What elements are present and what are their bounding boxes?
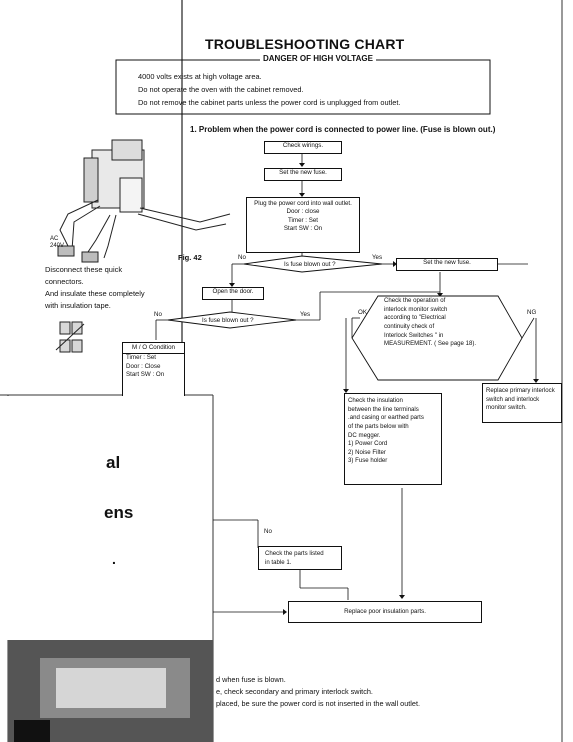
insulation-line-1: Check the insulation	[348, 397, 403, 404]
check-parts-line-1: Check the parts listed	[265, 550, 324, 557]
danger-line-1: 4000 volts exists at high voltage area.	[138, 72, 262, 81]
branch-no-2: No	[154, 311, 162, 318]
insulation-check-box: Check the insulation between the line te…	[344, 393, 442, 485]
insulation-line-5: DC megger.	[348, 431, 381, 439]
fuse-question-1: Is fuse blown out ?	[284, 261, 336, 268]
bottom-note-3: placed, be sure the power cord is not in…	[216, 699, 421, 708]
replace-interlock-line-1: Replace primary interlock	[486, 387, 555, 394]
replace-poor-insulation-box: Replace poor insulation parts.	[288, 601, 482, 623]
interlock-line-4: continuity check of	[384, 322, 435, 330]
replace-interlock-box: Replace primary interlock switch and int…	[482, 383, 562, 423]
branch-no-3: No	[264, 528, 272, 535]
bottom-note-1: d when fuse is blown.	[216, 675, 286, 684]
interlock-check-text: Check the operation of interlock monitor…	[384, 297, 476, 349]
voltage-label: AC 240V	[50, 236, 65, 249]
danger-heading: DANGER OF HIGH VOLTAGE	[260, 54, 376, 64]
figure-note-3: And insulate these completely	[45, 289, 145, 298]
branch-ng: NG	[527, 309, 537, 316]
overlay-page: al ens .	[0, 396, 212, 640]
branch-no-1: No	[238, 254, 246, 261]
step-open-door-label: Open the door.	[212, 288, 254, 295]
overlay-text-2: ens	[104, 503, 134, 522]
figure-note-1: Disconnect these quick	[45, 265, 123, 274]
insulation-line-3: .and casing or earthed parts	[348, 414, 424, 422]
problem-heading: 1. Problem when the power cord is connec…	[190, 125, 496, 134]
interlock-line-6: MEASUREMENT. ( See page 18).	[384, 340, 477, 348]
step-plug-in: Plug the power cord into wall outlet. Do…	[246, 197, 360, 253]
danger-line-3: Do not remove the cabinet parts unless t…	[138, 98, 401, 107]
insulation-line-6: 1) Power Cord	[348, 440, 388, 448]
branch-ok: OK	[358, 309, 367, 316]
component-illustration	[57, 139, 231, 263]
step-check-wirings-label: Check wirings.	[282, 142, 324, 149]
check-parts-table-box: Check the parts listed in table 1.	[258, 546, 342, 570]
mo-timer: Timer : Set	[126, 354, 157, 362]
mo-door: Door : Close	[126, 362, 161, 370]
overlay-text-1: al	[106, 453, 121, 472]
plug-line-2: Door : close	[286, 208, 320, 216]
step-set-new-fuse-2-label: Set the new fuse.	[423, 259, 471, 266]
insulation-line-7: 2) Noise Filter	[348, 448, 386, 456]
step-set-new-fuse-1: Set the new fuse.	[264, 168, 342, 181]
danger-line-2: Do not operate the oven with the cabinet…	[138, 85, 304, 94]
step-set-new-fuse-1-label: Set the new fuse.	[279, 169, 327, 176]
replace-interlock-line-2: switch and interlock	[486, 395, 540, 403]
bottom-note-2: e, check secondary and primary interlock…	[216, 687, 373, 696]
mo-condition-title: M / O Condition	[123, 343, 184, 355]
replace-poor-insulation-label: Replace poor insulation parts.	[344, 608, 426, 615]
chart-title: TROUBLESHOOTING CHART	[205, 36, 405, 52]
step-open-door: Open the door.	[202, 287, 264, 300]
figure-note-2: connectors.	[45, 277, 84, 286]
step-set-new-fuse-2: Set the new fuse.	[396, 258, 498, 271]
insulation-line-8: 3) Fuse holder	[348, 457, 388, 465]
plug-line-3: Timer : Set	[287, 216, 319, 224]
check-parts-line-2: in table 1.	[265, 558, 292, 566]
figure-caption: Fig. 42	[178, 253, 202, 262]
interlock-line-5: Interlock Switches " in	[384, 331, 444, 339]
branch-yes-2: Yes	[300, 311, 311, 318]
figure-note-4: with insulation tape.	[45, 301, 111, 310]
mo-condition-box: M / O Condition Timer : Set Door : Close…	[122, 342, 185, 404]
insulation-line-4: of the parts below with	[348, 422, 409, 430]
mo-start: Start SW : On	[126, 371, 165, 379]
insulation-line-2: between the line terminals	[348, 405, 419, 413]
interlock-line-1: Check the operation of	[384, 297, 446, 304]
plug-line-4: Start SW : On	[283, 225, 323, 233]
replace-interlock-line-3: monitor switch.	[486, 404, 527, 412]
step-check-wirings: Check wirings.	[264, 141, 342, 154]
interlock-line-2: interlock monitor switch	[384, 305, 448, 313]
overlay-text-3: .	[112, 551, 116, 567]
branch-yes-1: Yes	[372, 254, 383, 261]
connector-sketch	[55, 321, 85, 353]
plug-line-1: Plug the power cord into wall outlet.	[254, 200, 352, 207]
fuse-question-2: Is fuse blown out ?	[202, 317, 254, 324]
interlock-line-3: according to "Electrical	[384, 314, 446, 322]
